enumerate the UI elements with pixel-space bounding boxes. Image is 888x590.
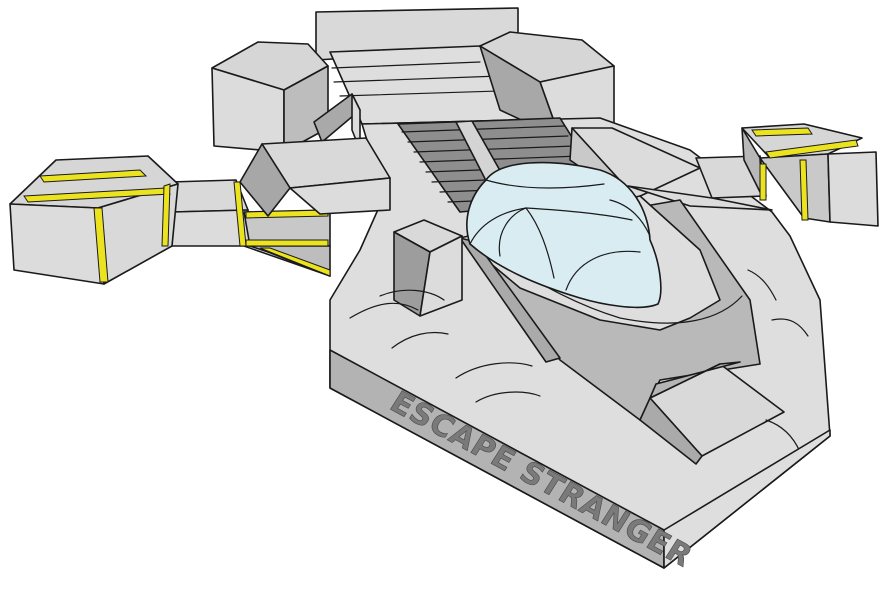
cockpit-side-block [393,219,463,317]
left-root-block [239,137,391,217]
right-outer-pod [741,123,879,227]
left-wing-stripes [233,181,331,277]
front-nose-block [639,361,785,465]
cockpit-canopy [466,161,662,309]
left-outer-pod [9,155,179,285]
rear-left-block [211,41,329,153]
rear-right-block [479,31,615,139]
deck-details [349,269,809,453]
